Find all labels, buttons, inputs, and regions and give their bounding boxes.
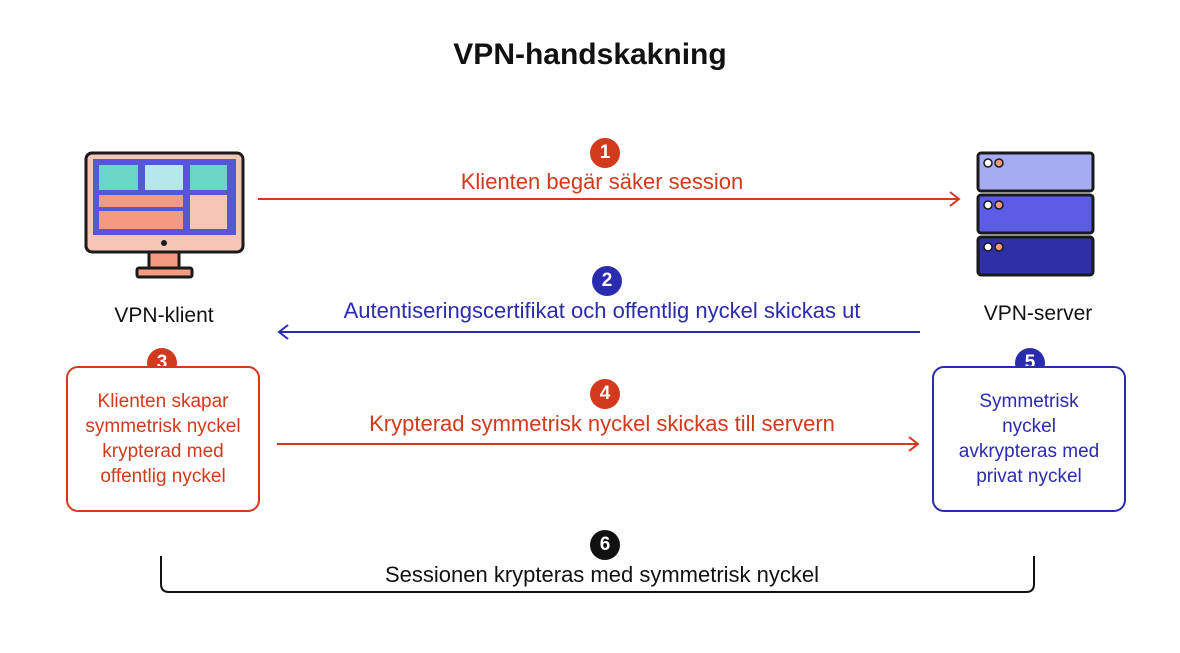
step-2-badge: 2 — [592, 266, 622, 296]
step-4-badge: 4 — [590, 379, 620, 409]
arrow-step-1 — [258, 191, 961, 207]
client-label: VPN-klient — [114, 304, 214, 327]
step-6-badge: 6 — [590, 530, 620, 560]
arrow-step-2 — [277, 324, 920, 340]
server-rack-icon — [976, 151, 1095, 277]
server-label: VPN-server — [983, 302, 1093, 325]
desktop-computer-icon — [84, 151, 245, 279]
step-4-label: Krypterad symmetrisk nyckel skickas till… — [369, 411, 835, 436]
step-3-line: offentlig nyckel — [100, 466, 226, 487]
step-5-line: nyckel — [1002, 416, 1056, 437]
step-2-label: Autentiseringscertifikat och offentlig n… — [343, 298, 861, 323]
step-5-line: privat nyckel — [976, 466, 1082, 487]
step-3-line: Klienten skapar — [97, 391, 229, 412]
arrow-step-4 — [277, 436, 920, 452]
step-3-line: krypterad med — [102, 441, 224, 462]
step-6-label: Sessionen krypteras med symmetrisk nycke… — [384, 562, 820, 587]
step-3-box: Klienten skapar symmetrisk nyckel krypte… — [66, 366, 260, 512]
step-5-line: Symmetrisk — [979, 391, 1079, 412]
session-bracket — [160, 556, 1035, 593]
step-5-line: avkrypteras med — [958, 441, 1100, 462]
step-1-label: Klienten begär säker session — [460, 169, 744, 194]
step-3-line: symmetrisk nyckel — [85, 416, 241, 437]
diagram-title: VPN-handskakning — [453, 38, 727, 71]
step-1-badge: 1 — [590, 138, 620, 168]
step-5-box: Symmetrisk nyckel avkrypteras med privat… — [932, 366, 1126, 512]
